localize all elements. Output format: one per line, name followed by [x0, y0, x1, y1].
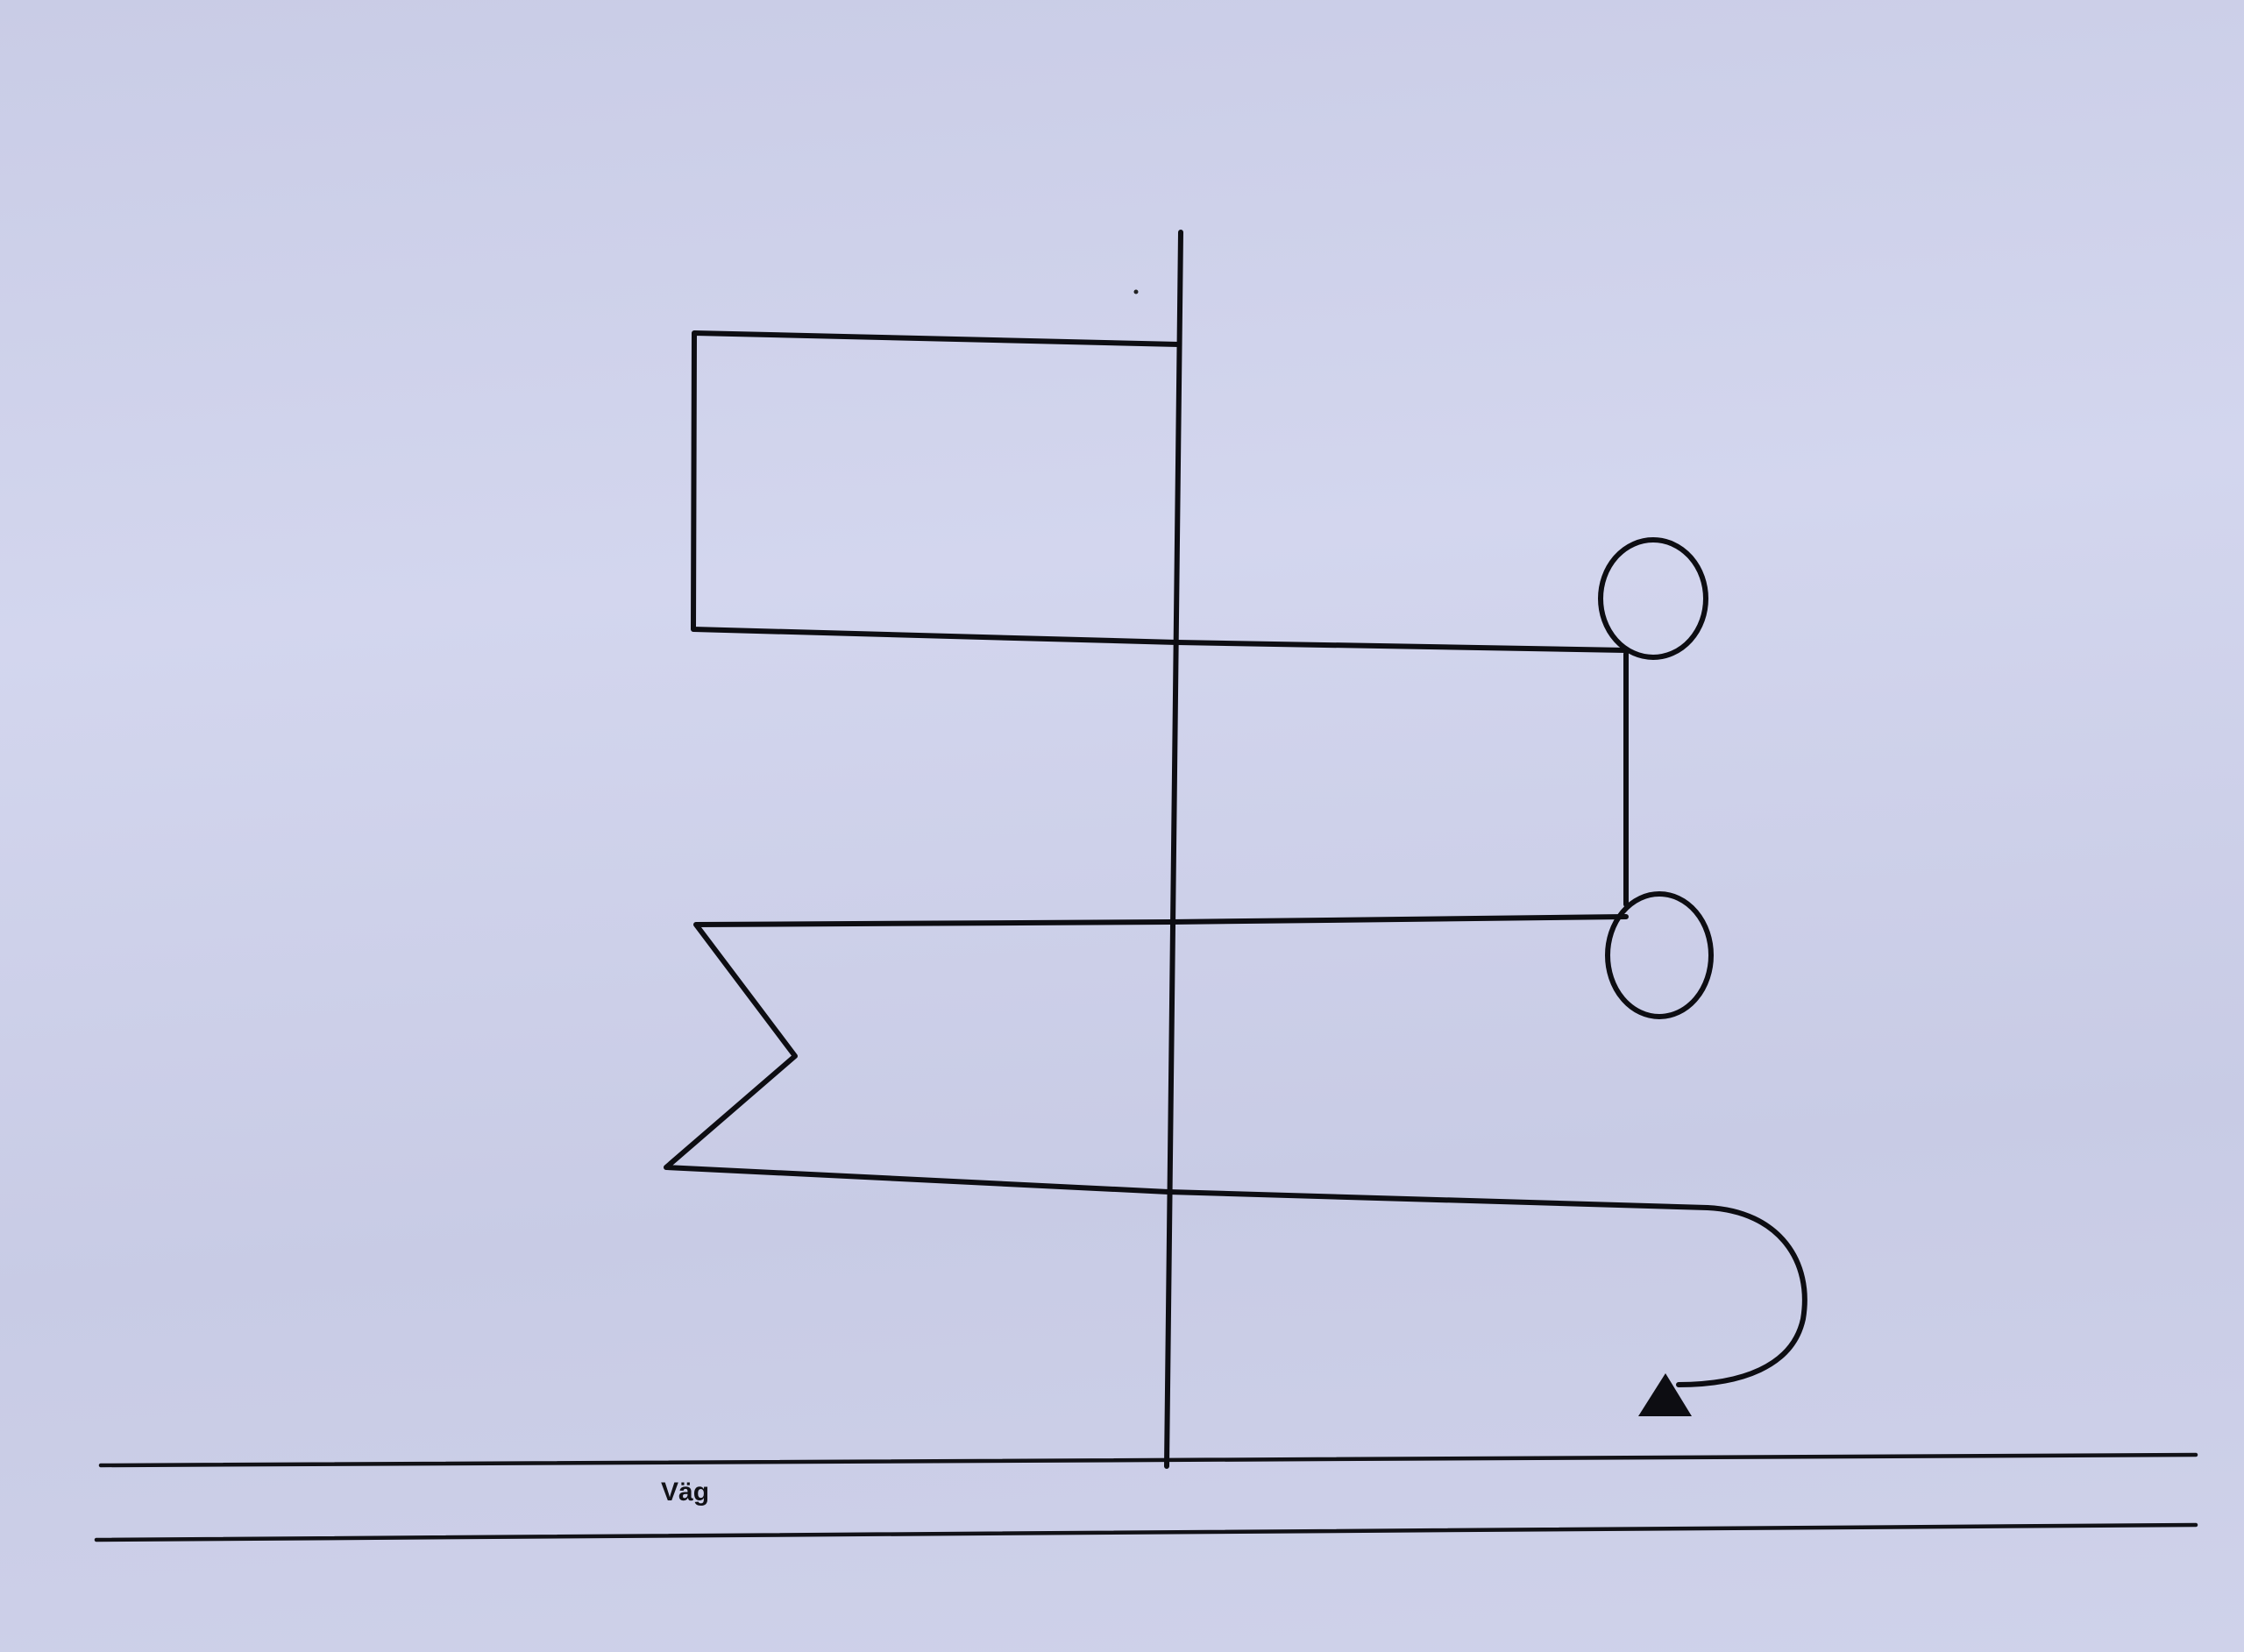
swallowtail-flag: [664, 914, 1710, 1210]
vertical-axis: [1164, 230, 1183, 1469]
stray-dot: [1133, 289, 1139, 294]
lower-circle: [1605, 891, 1714, 1019]
filled-triangle-marker: [1638, 1373, 1692, 1416]
road-lower-edge: [94, 1522, 2198, 1542]
road-upper-edge: [98, 1452, 2198, 1468]
connector-rectangle-to-upper-circle: [1175, 640, 1629, 653]
upper-circle: [1598, 537, 1708, 660]
rectangular-flag: [691, 330, 1182, 645]
return-path: [1676, 1205, 1807, 1387]
road-label: Väg: [661, 1478, 710, 1507]
road: [94, 1452, 2198, 1542]
